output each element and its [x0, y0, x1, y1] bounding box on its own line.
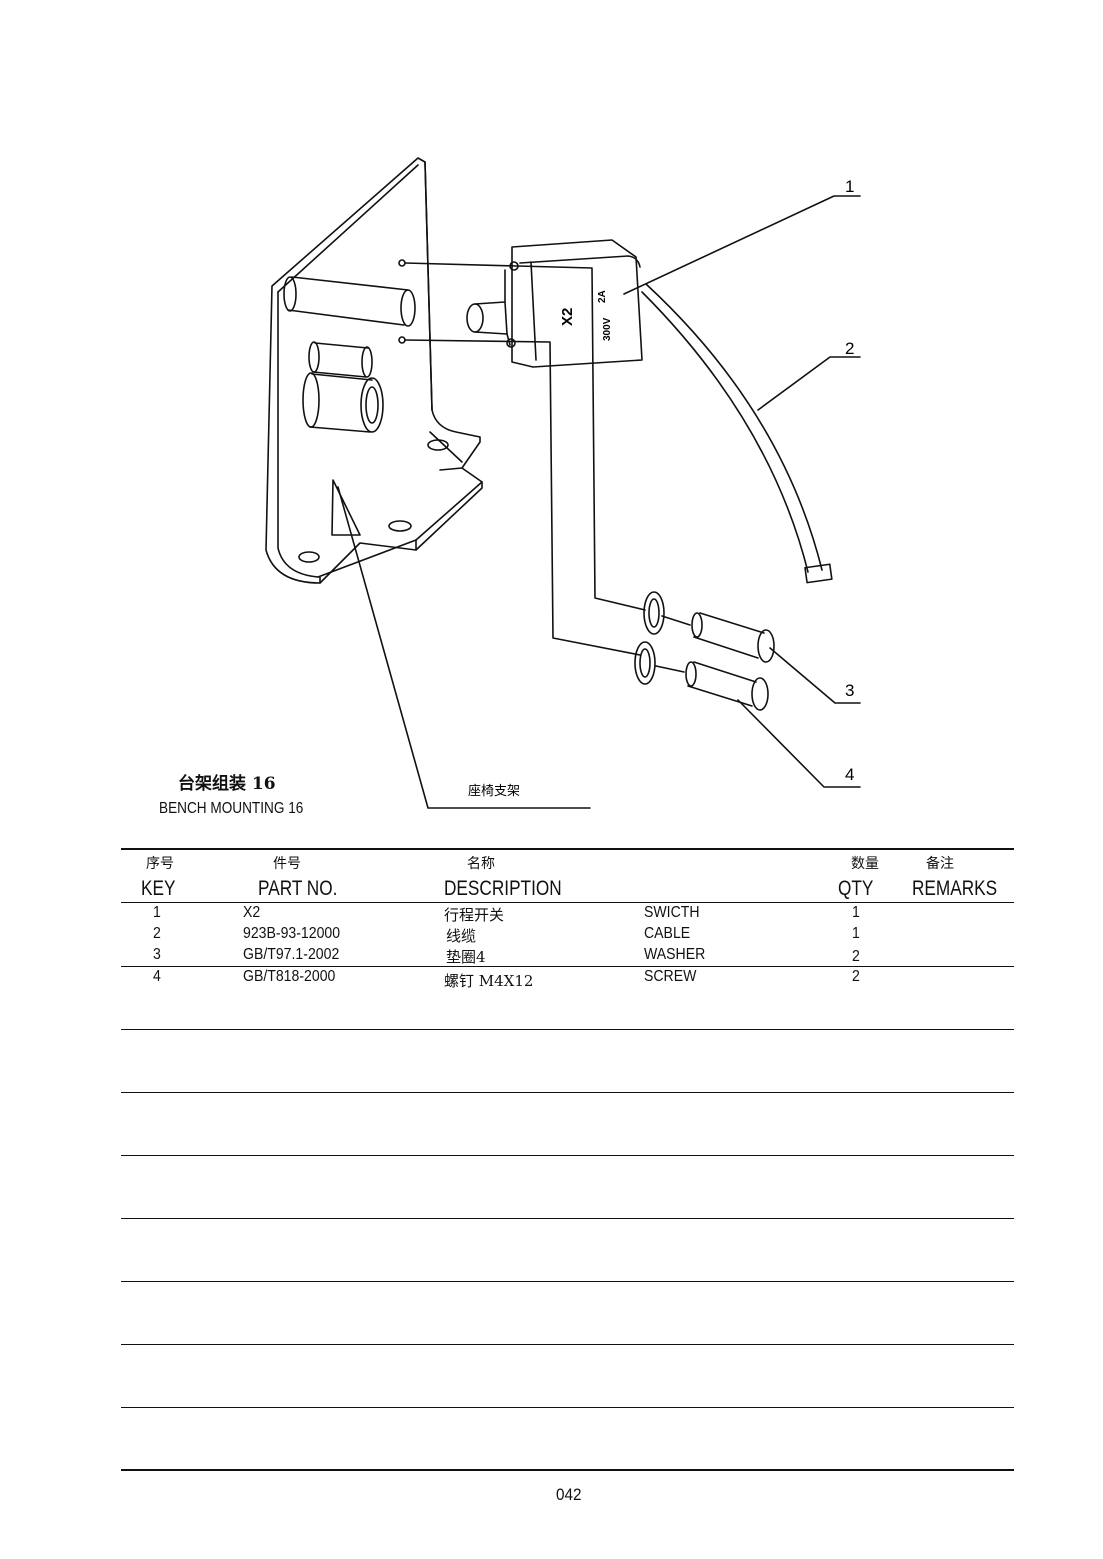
header-rule	[121, 902, 1014, 903]
row-rule	[121, 1407, 1014, 1408]
assembly-title-en: BENCH MOUNTING 16	[159, 800, 304, 817]
row-part-no: GB/T818-2000	[243, 968, 336, 985]
limit-switch	[466, 239, 643, 368]
cable	[641, 283, 833, 584]
header-remarks-cn: 备注	[926, 856, 954, 872]
row-desc-en: SWICTH	[644, 904, 700, 921]
header-key-en: KEY	[141, 877, 176, 900]
row-rule	[121, 1029, 1014, 1030]
header-description-cn: 名称	[467, 856, 495, 872]
row-key: 4	[153, 968, 161, 985]
page-number: 042	[556, 1485, 582, 1504]
header-partno-cn: 件号	[273, 856, 301, 872]
row-desc-cn: 螺钉 M4X12	[444, 972, 534, 990]
row-desc-cn: 线缆	[446, 927, 477, 945]
row-part-no: GB/T97.1-2002	[243, 946, 340, 963]
row-desc-en: CABLE	[644, 925, 691, 942]
callout-4: 4	[845, 765, 854, 784]
header-qty-en: QTY	[838, 877, 874, 900]
row-rule	[121, 1218, 1014, 1219]
switch-voltage-label: 300V	[602, 317, 613, 341]
row-qty: 1	[852, 904, 860, 921]
row-key: 1	[153, 904, 161, 921]
row-qty: 2	[852, 948, 860, 965]
row-desc-cn: 垫圈4	[446, 948, 486, 966]
header-remarks-en: REMARKS	[912, 877, 998, 900]
row-desc-en: WASHER	[644, 946, 706, 963]
row-qty: 1	[852, 925, 860, 942]
switch-model-label: X2	[559, 308, 576, 326]
row-desc-cn: 行程开关	[444, 906, 505, 924]
callout-1: 1	[845, 177, 854, 196]
table-top-rule	[121, 848, 1014, 850]
callout-2: 2	[845, 339, 854, 358]
row-qty: 2	[852, 968, 860, 985]
row-rule	[121, 1092, 1014, 1093]
row-rule	[121, 1344, 1014, 1345]
row-part-no: X2	[243, 904, 261, 921]
row-desc-en: SCREW	[644, 968, 697, 985]
switch-current-label: 2A	[597, 290, 608, 303]
bracket-label: 座椅支架	[468, 784, 520, 799]
header-key-cn: 序号	[146, 856, 174, 872]
header-partno-en: PART NO.	[258, 877, 338, 900]
callout-leaders	[337, 195, 861, 809]
row-part-no: 923B-93-12000	[243, 925, 341, 942]
row-rule	[121, 966, 1014, 967]
row-key: 3	[153, 946, 161, 963]
callout-3: 3	[845, 681, 854, 700]
row-rule	[121, 1155, 1014, 1156]
assembly-title-cn: 台架组装 16	[178, 774, 276, 794]
row-key: 2	[153, 925, 161, 942]
table-bottom-rule	[121, 1469, 1014, 1471]
row-rule	[121, 1281, 1014, 1282]
exploded-parts-drawing: X2 300V 2A 1 2 3 4 座椅支架	[265, 157, 861, 809]
header-qty-cn: 数量	[851, 856, 879, 872]
header-description-en: DESCRIPTION	[444, 877, 562, 900]
washers-screws	[634, 591, 775, 711]
seat-bracket	[265, 157, 483, 584]
